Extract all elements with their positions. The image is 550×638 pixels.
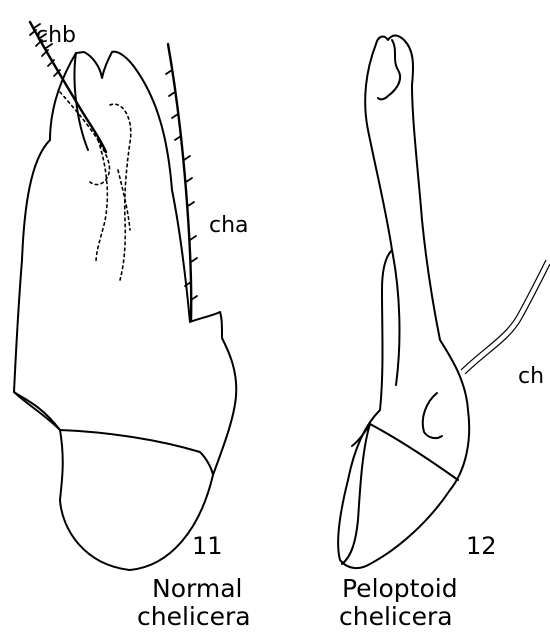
fig12-digit-tip-line: [378, 40, 400, 99]
fig11-dotted-path-3: [96, 140, 107, 262]
fig11-body-outline: [14, 52, 236, 570]
fig12-label-ch: ch: [518, 364, 544, 389]
fig12-basal-line: [370, 424, 458, 480]
fig11-label-cha: cha: [209, 213, 249, 238]
fig12-caption-line1: Peloptoid: [342, 574, 458, 603]
fig11-label-chb: chb: [36, 23, 76, 48]
fig12-hook: [423, 393, 442, 438]
fig11-dotted-path-4: [118, 170, 130, 230]
fig12-base-inner: [342, 424, 370, 564]
fig12-body-outline: [338, 36, 469, 569]
figure-11-normal-chelicera: chb cha 11 Normal chelicera: [14, 22, 251, 631]
fig11-caption-line2: chelicera: [137, 602, 251, 631]
fig12-caption-line2: chelicera: [339, 602, 453, 631]
fig11-dotted-path-2: [110, 104, 131, 280]
fig12-seta-ch: [461, 260, 550, 374]
fig11-basal-line: [60, 430, 213, 475]
fig12-number: 12: [466, 532, 497, 560]
fig11-number: 11: [192, 532, 223, 560]
fig11-caption-line1: Normal: [152, 574, 242, 603]
fig12-left-lobe: [392, 250, 399, 385]
figure-12-peloptoid-chelicera: ch 12 Peloptoid chelicera: [338, 36, 550, 632]
